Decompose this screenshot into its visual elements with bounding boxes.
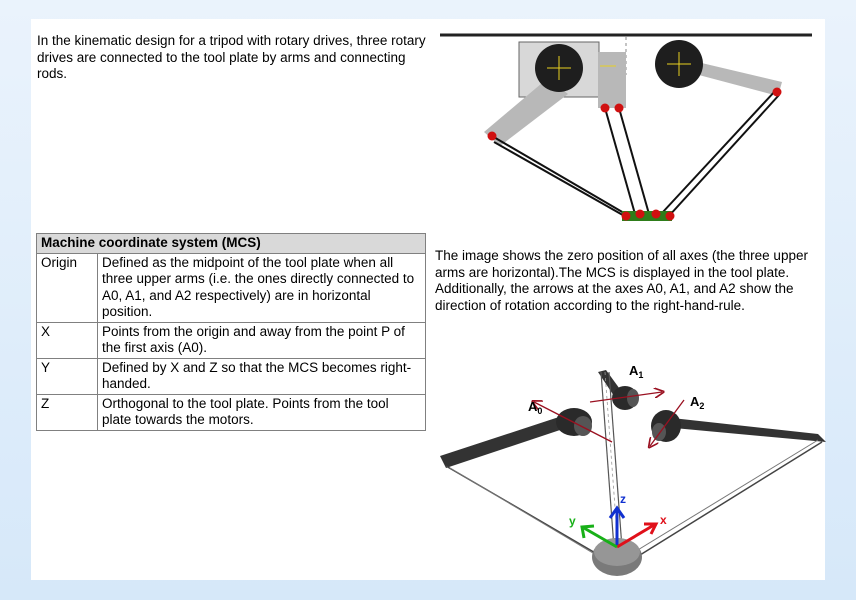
mcs-axes <box>580 505 659 549</box>
y-axis-arrow <box>583 526 618 549</box>
svg-text:A2: A2 <box>690 394 704 411</box>
axis-a1-subscript: 1 <box>638 370 643 380</box>
frame-arm-left <box>440 414 572 468</box>
svg-text:A0: A0 <box>528 399 542 416</box>
connecting-rod <box>600 371 615 549</box>
upper-arm-a1 <box>598 52 626 108</box>
mcs-value: Defined by X and Z so that the MCS becom… <box>97 357 426 395</box>
axis-a2-subscript: 2 <box>699 401 704 411</box>
axis-a1-label: A <box>629 363 639 378</box>
intro-text: In the kinematic design for a tripod wit… <box>37 33 426 81</box>
connecting-rod <box>661 89 777 214</box>
mcs-value: Defined as the midpoint of the tool plat… <box>97 252 426 323</box>
description-text: The image shows the zero position of all… <box>435 248 808 313</box>
tool-plate <box>622 211 672 221</box>
axis-a0-label: A <box>528 399 538 414</box>
mcs-value: Orthogonal to the tool plate. Points fro… <box>97 393 426 431</box>
z-axis-label: z <box>620 492 626 506</box>
mcs-table-header: Machine coordinate system (MCS) <box>36 233 426 254</box>
mcs-table: Machine coordinate system (MCS) Origin D… <box>36 233 426 431</box>
rotation-arrow-a1 <box>589 392 662 403</box>
axis-a2-label: A <box>690 394 700 409</box>
mcs-key: Z <box>36 393 98 431</box>
rotation-arrow-a2 <box>650 399 685 446</box>
upper-arm-a0 <box>484 78 568 146</box>
connecting-rod <box>604 107 636 215</box>
table-row: X Points from the origin and away from t… <box>36 321 426 359</box>
mcs-key: Origin <box>36 252 98 323</box>
connecting-rod <box>491 135 625 214</box>
frame-arm-right <box>672 418 826 442</box>
x-axis-label: x <box>660 513 667 527</box>
rotation-arrow-a0 <box>534 402 613 443</box>
joints <box>487 87 782 221</box>
svg-text:A1: A1 <box>629 363 643 380</box>
mcs-value: Points from the origin and away from the… <box>97 321 426 359</box>
connecting-rod <box>631 441 823 561</box>
x-axis-arrow <box>616 523 655 549</box>
y-axis-label: y <box>569 514 576 528</box>
table-row: Z Orthogonal to the tool plate. Points f… <box>36 393 426 431</box>
table-row: Y Defined by X and Z so that the MCS bec… <box>36 357 426 395</box>
table-row: Origin Defined as the midpoint of the to… <box>36 252 426 323</box>
axis-a0-subscript: 0 <box>537 406 542 416</box>
